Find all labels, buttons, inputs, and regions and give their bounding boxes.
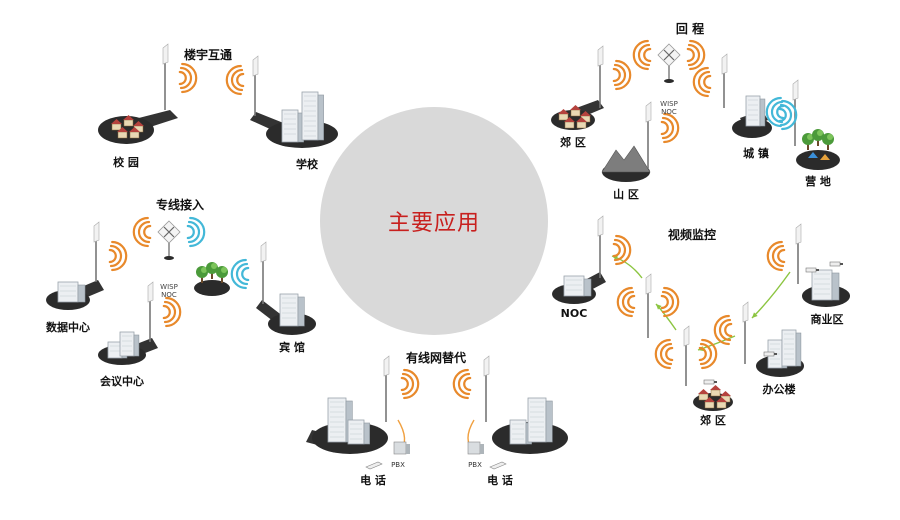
waves-camp [765, 96, 785, 128]
arrow-to-relay3 [752, 312, 758, 318]
link-relay4-relay3 [751, 271, 791, 319]
pole-noc [597, 215, 604, 278]
waves-dedicated-left [132, 216, 152, 248]
arrow-to-relay1 [656, 304, 662, 310]
pole-conference [147, 281, 154, 342]
waves-relay-1 [616, 286, 636, 318]
label-office-building: 办公楼 [762, 383, 796, 396]
camera-business-2 [829, 261, 843, 267]
waves-relay-2b [698, 338, 718, 370]
waves-noc [612, 234, 632, 266]
trees-dedicated [196, 262, 228, 283]
building-business [811, 269, 840, 301]
label-campus: 校 园 [113, 156, 139, 169]
building-hotel [279, 293, 305, 327]
pole-suburb [597, 45, 604, 108]
building-conference-2 [119, 331, 140, 357]
waves-data-center [108, 240, 128, 272]
label-mountain: 山 区 [613, 188, 639, 201]
waves-town [692, 66, 712, 98]
pole-mountain [645, 101, 652, 168]
waves-dedicated-right [186, 216, 206, 248]
label-conference-center: 会议中心 [100, 375, 144, 388]
building-town [745, 95, 766, 127]
pole-relay-4 [795, 223, 802, 284]
pbx-right [467, 441, 484, 455]
section-title-building: 楼宇互通 [183, 48, 233, 62]
label-data-center: 数据中心 [46, 321, 90, 334]
waves-hub-right [686, 39, 706, 71]
waves-mountain [660, 112, 680, 144]
pole-relay-1 [645, 273, 652, 338]
label-business-district: 商业区 [810, 313, 844, 326]
pole-hotel [260, 241, 267, 304]
waves-hub-left [632, 39, 652, 71]
waves-conference [162, 296, 182, 328]
phone-right [489, 461, 507, 470]
label-phone-right: 电 话 [487, 474, 513, 487]
waves-relay-4 [766, 240, 786, 272]
label-suburb-backhaul: 郊 区 [560, 136, 586, 149]
building-noc [563, 275, 592, 297]
pole-relay-3 [742, 301, 749, 364]
pole-building-right [252, 55, 259, 116]
building-office-2 [781, 329, 802, 367]
waves-building-right [225, 64, 245, 96]
houses-campus [111, 115, 144, 139]
pole-data-center [93, 221, 100, 282]
waves-suburb [612, 59, 632, 91]
hub-label-dedicated: WISP NOC [160, 283, 178, 299]
section-title-dedicated: 专线接入 [155, 198, 205, 212]
pole-building-left [162, 43, 169, 110]
pbx-tag-left: PBX [391, 461, 405, 469]
waves-hotel [230, 258, 250, 290]
hub-dedicated [157, 220, 181, 260]
section-title-wired: 有线网替代 [405, 351, 467, 365]
houses-suburb [558, 105, 591, 129]
label-suburb-surveillance: 郊 区 [700, 414, 726, 427]
waves-relay-2 [654, 338, 674, 370]
center-title: 主要应用 [387, 211, 480, 236]
pole-wired-left [383, 355, 390, 422]
pole-town [721, 53, 728, 108]
section-title-backhaul: 回 程 [675, 22, 705, 36]
waves-relay-3 [713, 314, 733, 346]
building-wired-right-2 [527, 397, 553, 443]
houses-suburb-camera [698, 385, 731, 409]
base-trees [194, 280, 230, 296]
pole-relay-2 [683, 325, 690, 386]
waves-wired-left [400, 368, 420, 400]
waves-relay-1b [660, 286, 680, 318]
camera-suburb [703, 379, 717, 385]
label-phone-left: 电 话 [360, 474, 386, 487]
pbx-tag-right: PBX [468, 461, 482, 469]
waves-wired-right [452, 368, 472, 400]
trees-camp [802, 129, 834, 150]
tents-camp [808, 152, 830, 160]
label-school: 学校 [296, 158, 318, 171]
mountain-range [601, 145, 651, 173]
hub-backhaul [657, 43, 681, 83]
section-title-surveillance: 视频监控 [667, 228, 717, 242]
hub-label-backhaul: WISP NOC [660, 100, 678, 116]
building-school-1 [281, 109, 304, 143]
center-circle: 主要应用 [320, 107, 548, 335]
pole-wired-right [483, 355, 490, 422]
camera-business-1 [805, 267, 819, 273]
camera-office [763, 351, 777, 357]
building-school-2 [301, 91, 324, 141]
phone-left [365, 461, 383, 470]
waves-town-blue [778, 99, 798, 131]
base-camp [796, 150, 840, 170]
label-hotel: 宾 馆 [279, 341, 305, 354]
label-town: 城 镇 [743, 147, 769, 160]
label-camp: 营 地 [805, 175, 831, 188]
building-wired-left-2 [347, 419, 370, 445]
waves-building-left [178, 62, 198, 94]
pbx-left [393, 441, 410, 455]
building-data-center [57, 281, 86, 303]
label-noc: NOC [560, 307, 588, 320]
